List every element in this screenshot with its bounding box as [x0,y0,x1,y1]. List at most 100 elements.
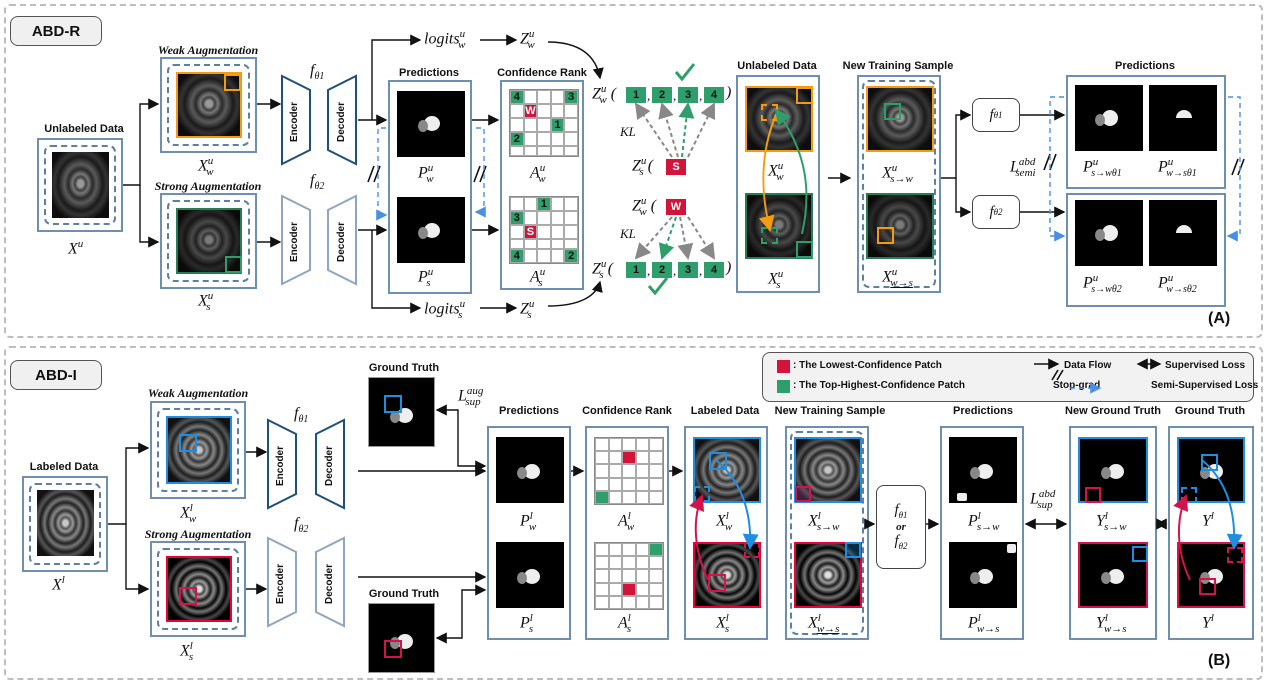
new-ground-truth-box [1069,426,1157,640]
label-f-theta1-b: fθ1 [294,405,309,426]
grid-cell [635,569,650,583]
grid-cell [635,438,650,452]
confidence-grid-b-s [594,542,664,610]
grid-cell [649,477,663,491]
label-zs-chain: Zus ( [592,258,614,281]
label-xw-u-right: Xuw [768,160,784,183]
label-zw-chain: Zuw ( [592,83,617,106]
ground-truth-top-image [368,377,435,447]
grid-cell [622,543,636,557]
grid-cell [564,225,578,239]
grid-cell [595,464,609,478]
grid-cell [550,225,565,239]
grid-cell [649,464,663,478]
encoder-decoder-shapes [267,74,357,628]
grid-cell [537,132,551,146]
label-xs-u: Xus [198,290,214,313]
label-xw-l-right: Xlw [716,510,733,533]
label-x-l-w-to-s: Xlw→s [808,612,840,635]
grid-cell [635,451,650,465]
header-new-ground-truth: New Ground Truth [1065,405,1161,417]
grid-cell [523,90,538,104]
chain-cell: 2 [652,262,672,278]
weak-aug-box-b [150,401,246,499]
grid-cell [564,118,578,132]
grid-cell [595,490,609,504]
grid-cell [595,451,609,465]
predictions-box-a-top-right [1066,75,1226,189]
chain-close-paren: ) [726,84,732,101]
grid-cell [635,582,650,596]
grid-cell [510,225,524,239]
grid-cell [649,595,663,609]
label-aw-u: Auw [530,162,546,185]
grid-cell [608,464,623,478]
grid-cell [608,477,623,491]
chain-comma: , [673,263,677,278]
grid-cell: 1 [550,118,565,132]
label-zw: Zuw [520,28,535,51]
grid-cell [595,438,609,452]
confidence-rank-box-b [585,426,669,640]
ground-truth-box-right [1168,426,1254,640]
grid-cell [564,132,578,146]
grid-cell [537,249,551,263]
label-ps-u: Pus [418,266,434,289]
labeled-data-box-b [684,426,768,640]
chain-comma: , [647,88,651,103]
grid-cell [595,595,609,609]
chain-comma: , [673,88,677,103]
grid-cell [649,438,663,452]
header-new-training-sample-a: New Training Sample [842,60,954,72]
section-tag-abd-i: ABD-I [10,360,102,390]
labeled-input-box [22,476,108,572]
section-tag-abd-r: ABD-R [10,16,102,46]
grid-cell [523,239,538,249]
new-training-sample-box-a [857,75,941,293]
unlabeled-data-box-right [736,75,820,293]
grid-cell [564,211,578,225]
grid-cell [595,543,609,557]
grid-cell [635,595,650,609]
encoder-label-b2: Encoder [275,563,286,604]
label-zs-mid: Zus ( [632,155,654,178]
grid-cell [523,132,538,146]
grid-cell [564,104,578,118]
label-p-w-s-theta2: Puw→sθ2 [1158,272,1197,295]
grid-cell [550,104,565,118]
grid-cell [510,239,524,249]
grid-cell [510,197,524,211]
chain-comma: , [699,263,703,278]
header-unlabeled-data-right: Unlabeled Data [737,60,817,72]
grid-cell [537,118,551,132]
grid-cell [608,569,623,583]
unlabeled-input-box [37,138,123,232]
grid-cell [523,197,538,211]
header-labeled-data: Labeled Data [29,461,99,473]
grid-cell [564,197,578,211]
label-f-theta2-a: fθ2 [310,172,325,193]
grid-cell [649,569,663,583]
ground-truth-bottom-image [368,603,435,673]
grid-cell [649,451,663,465]
grid-cell: W [523,104,538,118]
legend-data-flow: Data Flow [1064,360,1112,371]
weak-aug-box-a [160,57,257,153]
grid-cell [595,582,609,596]
header-strong-aug-a: Strong Augmentation [154,179,262,193]
grid-cell: 1 [537,197,551,211]
label-pw-u: Puw [418,162,434,185]
grid-cell [537,225,551,239]
predictions-box-b [487,426,571,640]
label-xs-l-right: Xls [716,612,730,635]
chain-cell: 3 [678,262,698,278]
header-predictions-a-right: Predictions [1115,60,1175,72]
grid-cell [537,90,551,104]
header-labeled-data-b: Labeled Data [690,405,760,417]
grid-cell: 3 [564,90,578,104]
header-weak-aug-a: Weak Augmentation [157,43,259,57]
new-training-sample-box-b [785,426,869,640]
